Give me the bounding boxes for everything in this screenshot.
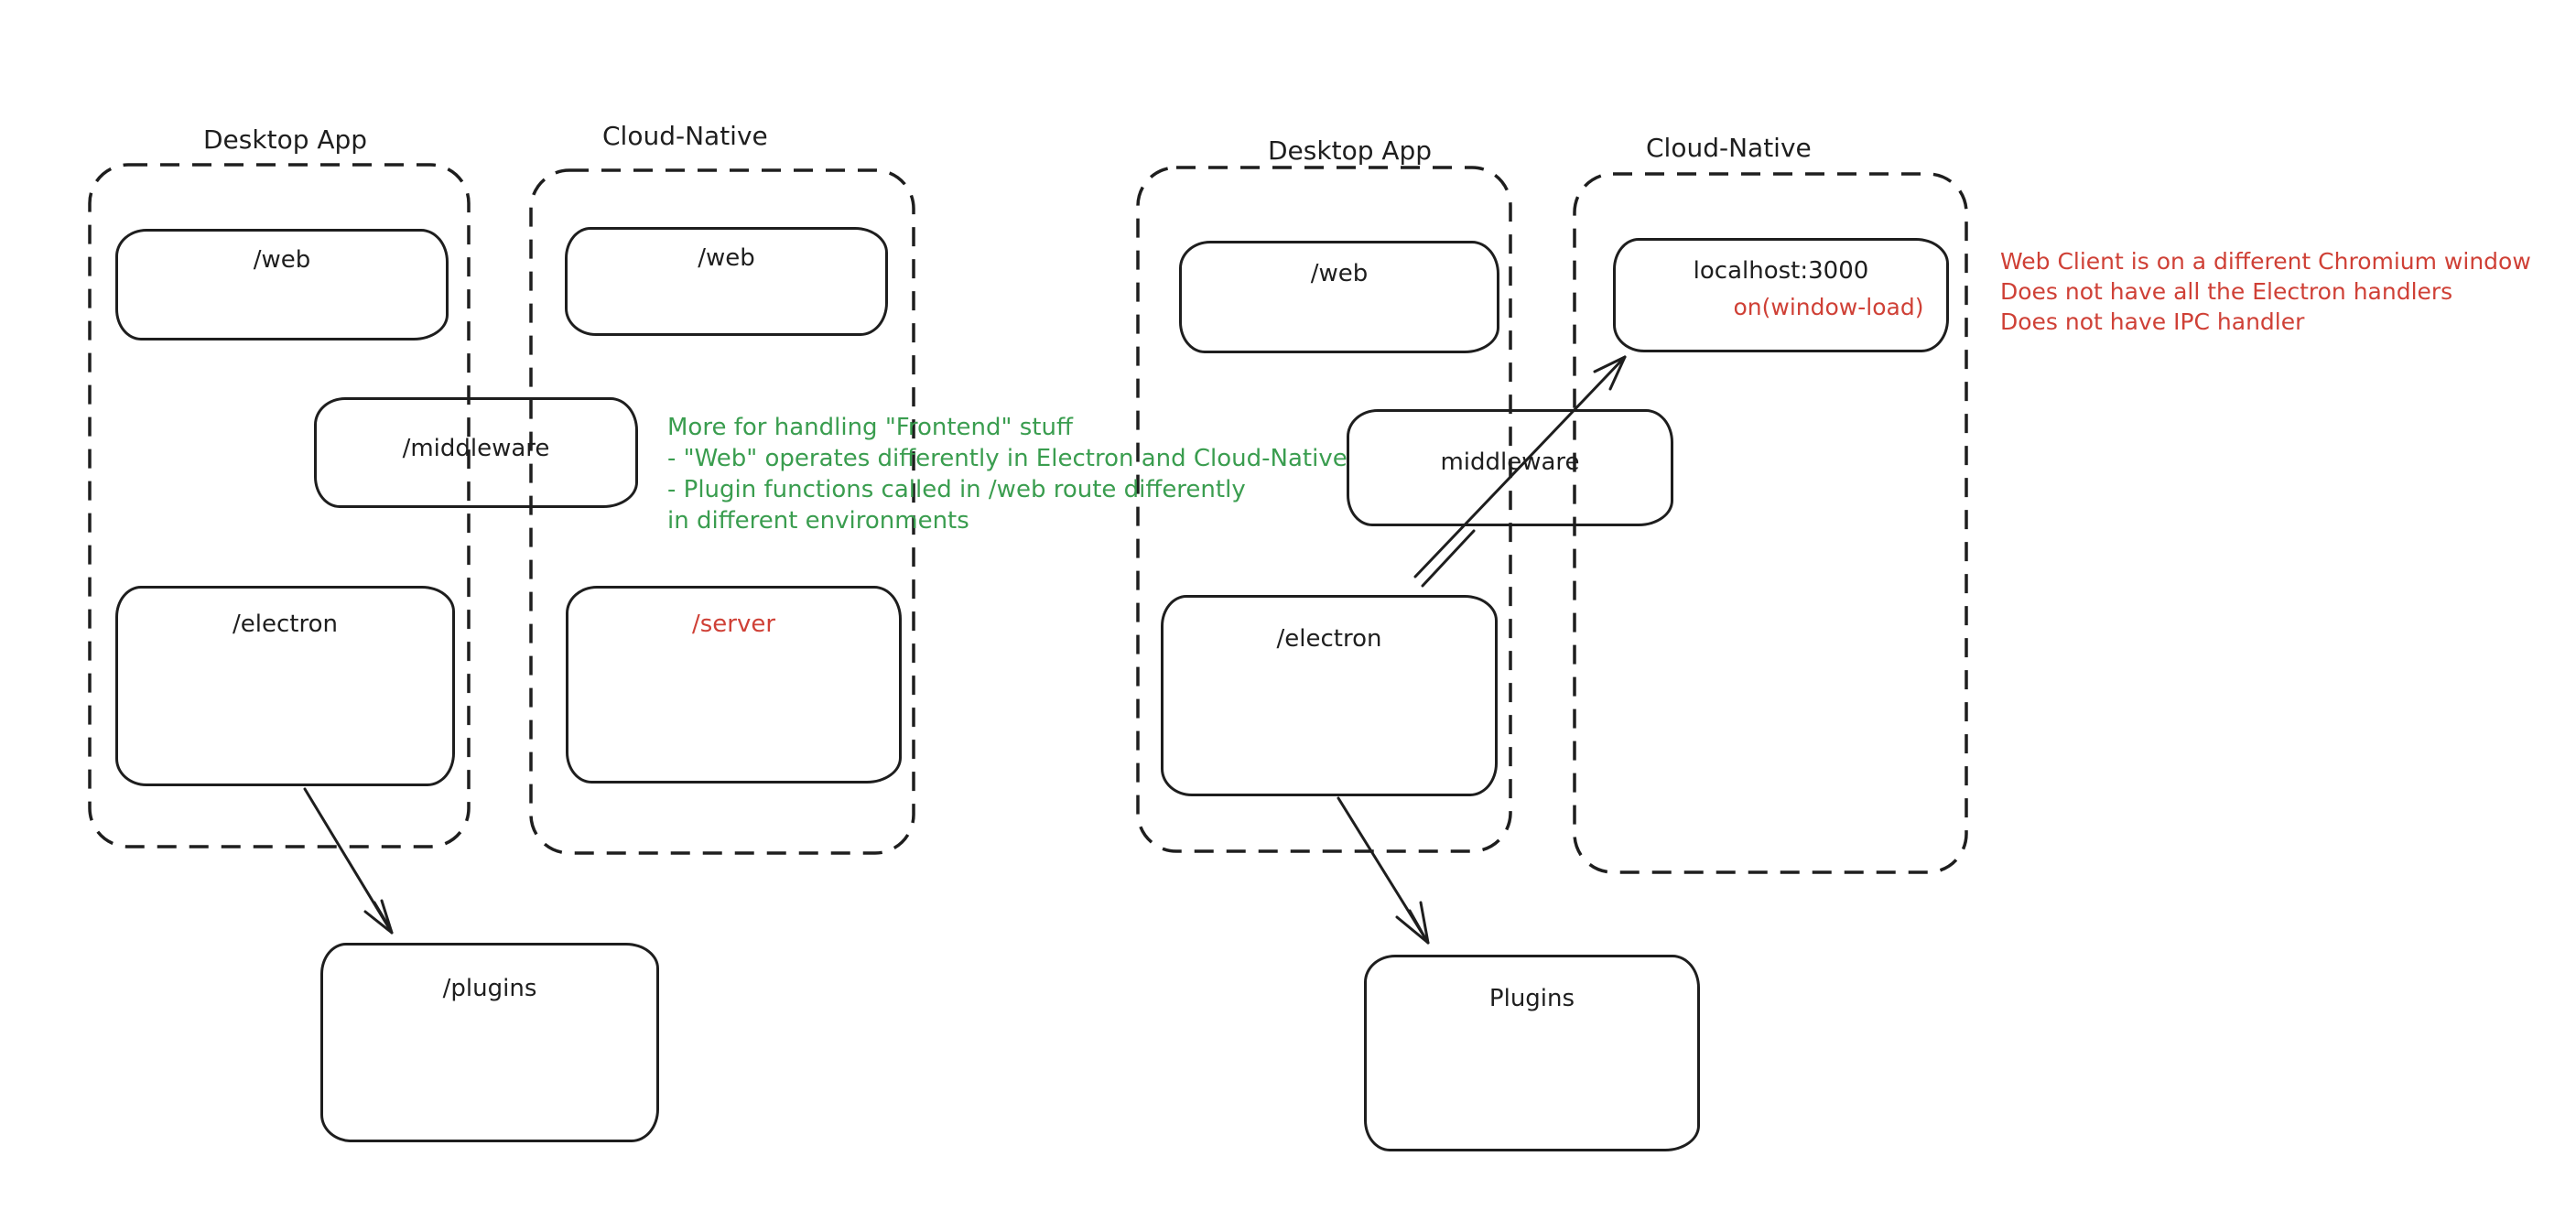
left-web-cloud-box: /web: [565, 227, 888, 336]
right-electron-to-plugins-arrow: [1337, 796, 1430, 945]
right-note: Web Client is on a different Chromium wi…: [2000, 246, 2531, 337]
left-middleware-box: /middleware: [314, 397, 638, 508]
right-web-label: /web: [1310, 260, 1369, 287]
right-electron-box: /electron: [1161, 595, 1498, 796]
left-note: More for handling "Frontend" stuff - "We…: [667, 412, 1348, 536]
right-electron-to-localhost-arrow: [1413, 355, 1627, 588]
right-desktop-app-container: [1136, 166, 1512, 853]
right-cloud-native-container: [1573, 172, 1968, 874]
note-line: - "Web" operates differently in Electron…: [667, 445, 1348, 472]
right-electron-label: /electron: [1276, 625, 1382, 653]
note-line: Does not have all the Electron handlers: [2000, 278, 2453, 305]
left-web-desktop-label: /web: [253, 246, 311, 274]
left-web-cloud-label: /web: [698, 244, 755, 272]
left-web-desktop-box: /web: [115, 229, 449, 340]
left-server-box: /server: [566, 586, 902, 784]
left-middleware-label: /middleware: [402, 435, 550, 462]
right-web-box: /web: [1179, 241, 1499, 353]
right-middleware-label: middleware: [1440, 448, 1580, 476]
left-desktop-app-title: Desktop App: [203, 124, 368, 155]
left-cloud-native-title: Cloud-Native: [602, 121, 768, 151]
note-line: More for handling "Frontend" stuff: [667, 414, 1073, 441]
right-plugins-label: Plugins: [1488, 985, 1575, 1012]
left-cloud-native-container: [529, 168, 915, 855]
right-plugins-box: Plugins: [1364, 955, 1700, 1151]
right-desktop-app-title: Desktop App: [1268, 135, 1433, 166]
right-localhost-label: localhost:3000: [1693, 257, 1869, 285]
right-localhost-box: localhost:3000 on(window-load): [1613, 238, 1949, 352]
right-cloud-native-title: Cloud-Native: [1646, 133, 1812, 163]
note-line: - Plugin functions called in /web route …: [667, 476, 1246, 503]
right-on-window-load-label: on(window-load): [1733, 294, 1924, 320]
note-line: Web Client is on a different Chromium wi…: [2000, 248, 2531, 275]
left-plugins-label: /plugins: [442, 975, 537, 1002]
note-line: Does not have IPC handler: [2000, 308, 2305, 335]
left-plugins-box: /plugins: [320, 943, 659, 1142]
left-electron-to-plugins-arrow: [303, 787, 394, 935]
right-middleware-box: middleware: [1347, 409, 1673, 526]
left-server-label: /server: [691, 611, 776, 638]
note-line: in different environments: [667, 507, 969, 535]
left-electron-label: /electron: [233, 611, 338, 638]
left-electron-box: /electron: [115, 586, 455, 786]
